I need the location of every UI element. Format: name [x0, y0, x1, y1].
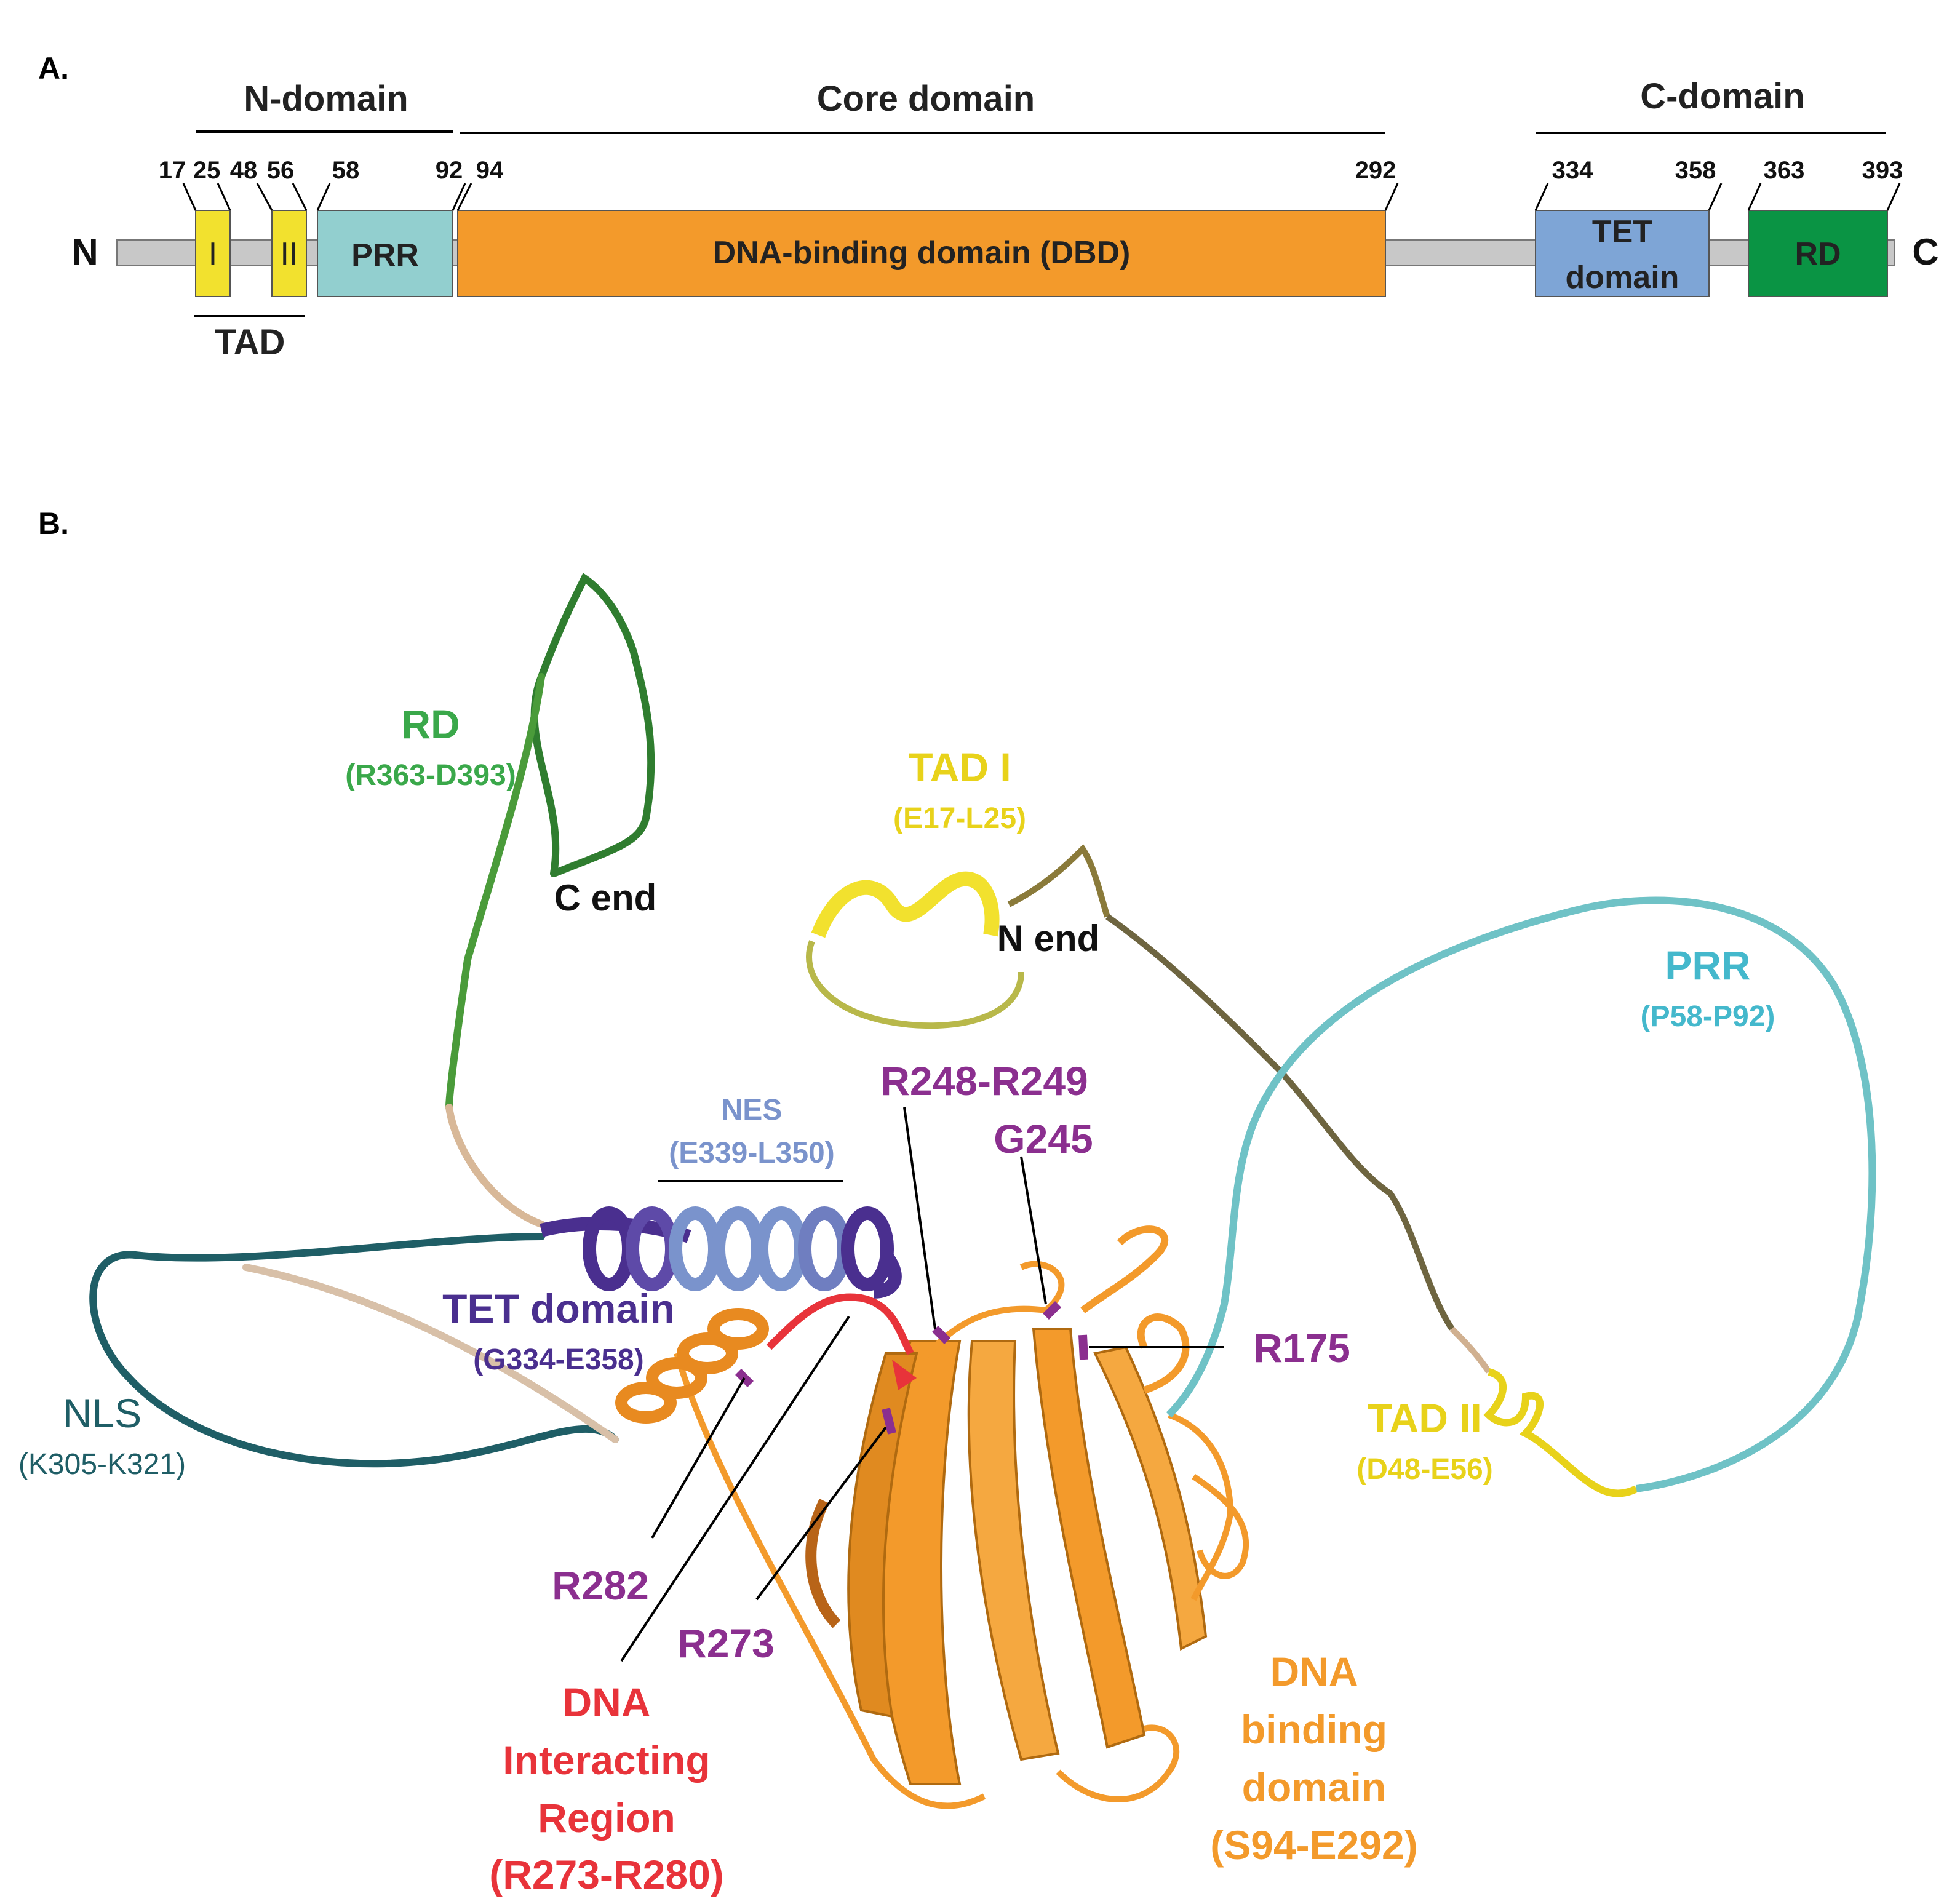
- nls-range-label: (K305-K321): [18, 1448, 186, 1481]
- tad-label: TAD: [215, 322, 285, 362]
- nls-label: NLS: [63, 1390, 141, 1436]
- position-ticks: [182, 183, 1901, 211]
- pos-92: 92: [436, 157, 463, 184]
- panel-b-label: B.: [38, 506, 69, 541]
- tet-box-label-line2: domain: [1566, 260, 1679, 295]
- rd-label: RD: [401, 701, 460, 747]
- tet-box-label-line1: TET: [1592, 214, 1652, 250]
- tad1-box: [195, 210, 231, 297]
- prr-box: [317, 210, 453, 297]
- dbd-box-label: DNA-binding domain (DBD): [713, 235, 1131, 271]
- tad1-range-label: (E17-L25): [893, 802, 1026, 835]
- pos-292: 292: [1355, 157, 1396, 184]
- dna-interacting-line2: Interacting: [503, 1737, 710, 1783]
- dna-binding-line1: DNA: [1270, 1649, 1358, 1694]
- tet-helix: [540, 1206, 902, 1299]
- r175-label: R175: [1253, 1325, 1350, 1371]
- prr-range-label: (P58-P92): [1641, 1000, 1775, 1033]
- pos-25: 25: [193, 157, 221, 184]
- c-domain-title: C-domain: [1640, 76, 1804, 116]
- panel-a-label: A.: [38, 51, 69, 86]
- g245-label: G245: [994, 1116, 1093, 1161]
- tet-label: TET domain: [442, 1286, 675, 1331]
- pos-58: 58: [332, 157, 360, 184]
- c-end-label: C end: [554, 877, 657, 918]
- nls-linker: [242, 1264, 619, 1443]
- dna-binding-line2: binding: [1241, 1707, 1387, 1752]
- pos-358: 358: [1675, 157, 1716, 184]
- tet-box: [1535, 210, 1710, 297]
- dna-binding-line3: domain: [1242, 1764, 1387, 1810]
- pos-56: 56: [267, 157, 295, 184]
- rd-box-label: RD: [1795, 236, 1841, 272]
- dna-interacting-line1: DNA: [563, 1679, 651, 1725]
- tad1-label: TAD I: [908, 744, 1011, 790]
- panel-b: B.: [18, 506, 1876, 1897]
- tad1-structure: [806, 844, 1492, 1374]
- tad2-box: [271, 210, 307, 297]
- prr-label: PRR: [1665, 942, 1750, 988]
- tad2-label: TAD II: [1368, 1395, 1482, 1441]
- rd-linker: [445, 673, 545, 1111]
- tet-range-label: (G334-E358): [473, 1344, 643, 1376]
- core-domain-title: Core domain: [817, 79, 1035, 119]
- prr-box-label: PRR: [351, 237, 419, 273]
- r273-label: R273: [677, 1620, 775, 1666]
- nes-range-label: (E339-L350): [669, 1137, 834, 1169]
- n-domain-title: N-domain: [244, 79, 408, 119]
- pos-17: 17: [159, 157, 186, 184]
- n-terminus-label: N: [71, 231, 98, 273]
- nes-label: NES: [722, 1094, 783, 1126]
- r282-label: R282: [552, 1563, 649, 1608]
- n-end-label: N end: [997, 918, 1100, 959]
- pos-48: 48: [230, 157, 258, 184]
- c-terminus-label: C: [1912, 231, 1938, 273]
- rd-range-label: (R363-D393): [345, 759, 516, 792]
- panel-a: A. N-domain Core domain C-domain N C I I…: [38, 51, 1939, 362]
- pos-94: 94: [476, 157, 504, 184]
- leader-lines: [620, 1107, 1224, 1662]
- dna-interacting-line3: Region: [538, 1795, 675, 1841]
- pos-334: 334: [1552, 157, 1593, 184]
- dna-binding-range: (S94-E292): [1210, 1822, 1418, 1868]
- tad2-prr-structure: [1166, 896, 1876, 1497]
- pos-393: 393: [1862, 157, 1903, 184]
- dbd-box: [457, 210, 1386, 297]
- rd-tet-linker: [445, 1104, 545, 1228]
- tad2-box-label: II: [281, 236, 298, 272]
- tad1-box-label: I: [209, 236, 217, 272]
- dbd-structure: [615, 1225, 1249, 1809]
- nls-loop: [89, 1233, 619, 1468]
- tad2-range-label: (D48-E56): [1356, 1453, 1492, 1486]
- r248-r249-label: R248-R249: [880, 1058, 1088, 1104]
- dna-interacting-range: (R273-R280): [489, 1852, 724, 1897]
- rd-box: [1748, 210, 1888, 297]
- pos-363: 363: [1764, 157, 1805, 184]
- rd-coil: [530, 573, 655, 877]
